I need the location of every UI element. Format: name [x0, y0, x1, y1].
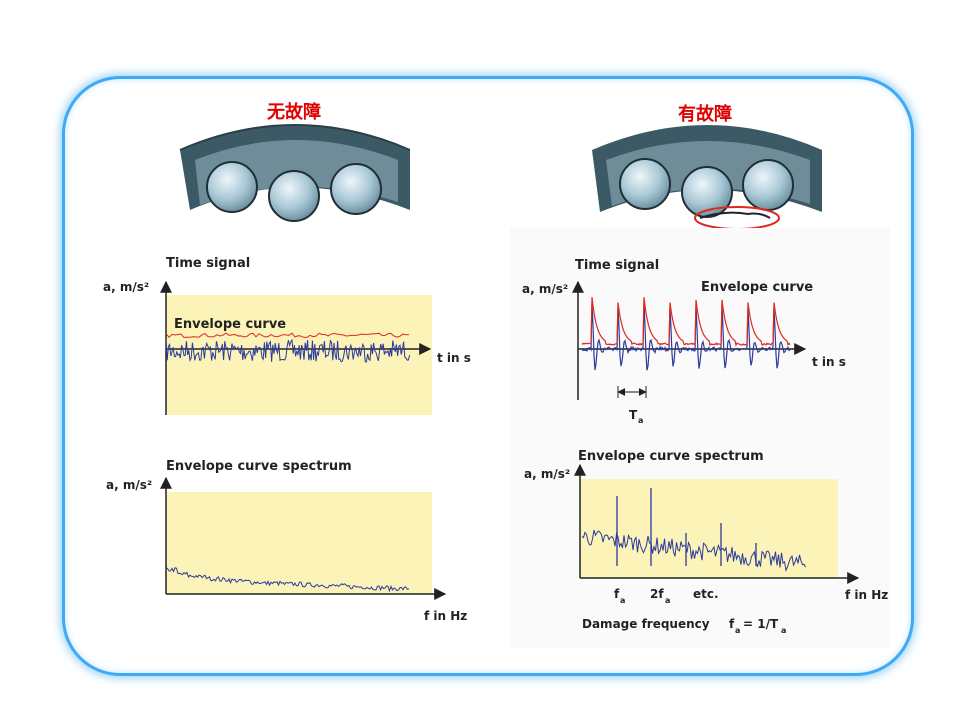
signal-line [581, 300, 791, 371]
label-y-axis: a, m/s² [106, 478, 152, 492]
plot-area [166, 492, 432, 594]
label-2fa-sub: a [665, 596, 670, 605]
label-envelope-spectrum: Envelope curve spectrum [578, 449, 764, 464]
label-envelope-spectrum: Envelope curve spectrum [166, 459, 352, 474]
ball-3 [330, 163, 382, 215]
ball-1 [619, 158, 671, 210]
label-y-axis: a, m/s² [524, 467, 570, 481]
label-damage-frequency: Damage frequency [582, 617, 710, 631]
label-envelope-curve: Envelope curve [174, 317, 286, 332]
envelope-line [581, 297, 791, 347]
label-time-signal: Time signal [575, 258, 659, 273]
defect-marker-circle [694, 206, 780, 230]
label-etc: etc. [693, 587, 719, 601]
label-y-axis: a, m/s² [103, 280, 149, 294]
bearing-healthy [179, 124, 411, 222]
label-fa: f [614, 587, 620, 601]
label-period-sub: a [638, 416, 643, 425]
label-y-axis: a, m/s² [522, 282, 568, 296]
bearing-faulty [592, 125, 822, 230]
plot-area [580, 479, 838, 578]
label-damage-formula: = 1/T [743, 617, 779, 631]
title-fault: 有故障 [678, 103, 732, 125]
signal-line [165, 338, 411, 363]
label-x-time: t in s [437, 351, 471, 365]
label-x-time: t in s [812, 355, 846, 369]
ball-3 [742, 159, 794, 211]
label-envelope-curve: Envelope curve [701, 280, 813, 295]
chart-healthy-spectrum: Envelope curve spectrum a, m/s² f in Hz [106, 459, 467, 623]
chart-fault-time: Time signal a, m/s² Envelope curve t in … [522, 258, 846, 425]
ball-1 [206, 161, 258, 213]
label-2fa: 2f [650, 587, 664, 601]
label-x-freq: f in Hz [424, 609, 467, 623]
chart-fault-spectrum: Envelope curve spectrum a, m/s² f in Hz … [524, 449, 888, 635]
label-time-signal: Time signal [166, 256, 250, 271]
label-period: T [629, 408, 638, 422]
chart-healthy-time: Time signal a, m/s² t in s Envelope curv… [103, 256, 471, 415]
spectrum-peaks [616, 488, 757, 566]
title-no-fault: 无故障 [267, 101, 321, 123]
label-damage-fa: f [729, 617, 735, 631]
label-x-freq: f in Hz [845, 588, 888, 602]
spectrum-line [581, 529, 806, 572]
envelope-line [165, 332, 410, 339]
label-damage-ta-sub: a [781, 626, 786, 635]
plot-area [166, 295, 432, 415]
spectrum-line [165, 567, 410, 593]
ball-2 [268, 170, 320, 222]
label-damage-fa-sub: a [735, 626, 740, 635]
label-fa-sub: a [620, 596, 625, 605]
